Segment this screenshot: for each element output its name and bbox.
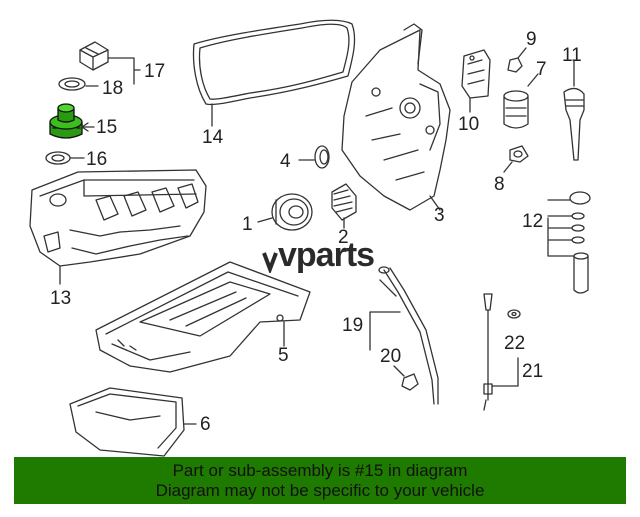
part-dipstick-tube: [378, 266, 439, 405]
callout-6: 6: [200, 414, 211, 435]
leader-17-18: [85, 57, 141, 87]
footer-banner: Part or sub-assembly is #15 in diagram D…: [14, 457, 626, 504]
callout-16: 16: [86, 149, 108, 170]
callout-21: 21: [522, 361, 544, 382]
callout-1: 1: [242, 214, 253, 235]
leader-12: [547, 199, 575, 257]
callout-2: 2: [338, 227, 349, 248]
part-cap-seal-18: [58, 77, 86, 91]
part-dipstick: [483, 293, 493, 411]
vparts-logo-mark: [262, 245, 278, 275]
vparts-watermark: vparts: [262, 236, 375, 275]
part-seal-16: [45, 151, 71, 165]
callout-19: 19: [342, 315, 364, 336]
callout-4: 4: [280, 151, 291, 172]
watermark-text: vparts: [278, 236, 375, 274]
part-timing-case-cover: [341, 23, 451, 211]
callout-7: 7: [536, 59, 547, 80]
leader-8: [503, 161, 513, 173]
callout-11: 11: [562, 45, 582, 66]
footer-line-2: Diagram may not be specific to your vehi…: [155, 481, 485, 500]
callout-10: 10: [458, 114, 480, 135]
leader-20: [393, 365, 405, 377]
callout-22: 22: [504, 333, 526, 354]
part-filter-kit-12: [569, 191, 591, 294]
callout-3: 3: [434, 205, 445, 226]
leader-1: [257, 217, 273, 223]
part-15-highlighted: [49, 103, 83, 139]
part-oil-filler-cap: [79, 41, 109, 71]
callout-20: 20: [380, 346, 402, 367]
part-seal-22: [507, 309, 521, 319]
footer-line-1: Part or sub-assembly is #15 in diagram: [172, 461, 468, 480]
part-valve-cover-gasket: [192, 19, 356, 106]
part-seal-4: [314, 145, 330, 169]
part-oil-pan-lower: [69, 387, 185, 457]
callout-9: 9: [526, 29, 537, 50]
callout-8: 8: [494, 174, 505, 195]
leader-19: [369, 311, 401, 351]
part-filter-7: [503, 90, 529, 129]
part-10-housing: [461, 49, 491, 99]
part-seal-8: [509, 145, 529, 163]
part-cylinder-head-cover: [29, 169, 207, 267]
callout-17: 17: [144, 61, 166, 82]
leader-7: [527, 73, 539, 87]
callout-13: 13: [50, 288, 72, 309]
part-clip-20: [401, 373, 419, 391]
part-fitting-9: [507, 57, 523, 73]
leader-9: [517, 47, 527, 59]
part-element-11: [563, 59, 585, 161]
part-crankshaft-pulley: [271, 193, 313, 231]
callout-18: 18: [102, 78, 124, 99]
part-gear-2: [331, 183, 357, 221]
leader-21: [491, 357, 519, 387]
part-oil-pan-upper: [95, 261, 311, 373]
callout-14: 14: [202, 127, 224, 148]
leader-15-arrow: [81, 122, 89, 132]
callout-15: 15: [96, 117, 118, 138]
callout-5: 5: [278, 345, 289, 366]
callout-12: 12: [522, 211, 544, 232]
leader-3: [429, 195, 441, 211]
